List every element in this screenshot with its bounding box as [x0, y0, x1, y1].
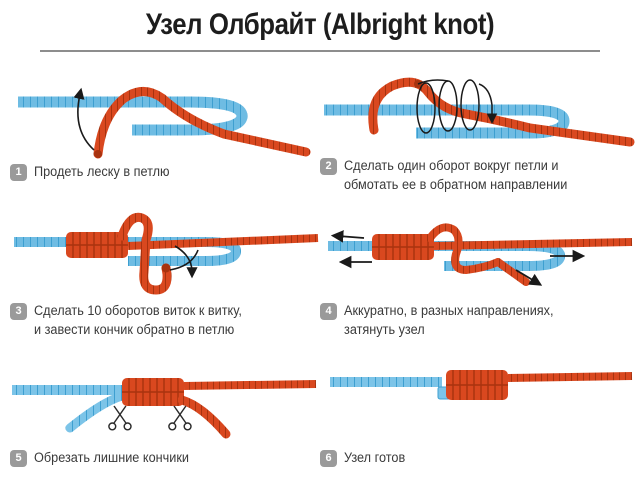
step-4-badge: 4 [320, 303, 337, 320]
step-6: 6 Узел готов [320, 354, 640, 482]
step-2-badge: 2 [320, 158, 337, 175]
tension-arrows-icon [330, 230, 586, 286]
page-title: Узел Олбрайт (Albright knot) [145, 8, 495, 41]
step-6-badge: 6 [320, 450, 337, 467]
knot-step-3-ten-wraps-back-through-loop [14, 212, 319, 295]
step-3-badge: 3 [10, 303, 27, 320]
step-4: 4 Аккуратно, в разных направлениях, затя… [320, 206, 640, 346]
step-5-caption: 5 Обрезать лишние кончики [10, 448, 199, 467]
steps-grid: 1 Продеть леску в петлю [0, 58, 640, 482]
step-5-text: Обрезать лишние кончики [34, 450, 189, 465]
knot-step-6-finished-knot [330, 370, 633, 400]
step-1: 1 Продеть леску в петлю [10, 58, 320, 198]
knot-step-4-tighten-knot [328, 223, 633, 286]
step-1-caption: 1 Продеть леску в петлю [10, 162, 178, 181]
step-5-badge: 5 [10, 450, 27, 467]
step-2: 2 Сделать один оборот вокруг петли и обм… [320, 58, 640, 198]
orange-coil-wraps [372, 234, 434, 260]
step-4-caption: 4 Аккуратно, в разных направлениях, затя… [320, 301, 567, 339]
direction-arrow-icon [73, 87, 95, 151]
step-6-caption: 6 Узел готов [320, 448, 409, 467]
scissors-icon [168, 405, 192, 431]
step-3-caption: 3 Сделать 10 оборотов виток к витку, и з… [10, 301, 255, 339]
scissors-icon [108, 405, 132, 431]
title-divider [40, 50, 600, 52]
direction-arrow-icon [174, 245, 198, 279]
orange-coil-wraps [446, 370, 508, 400]
step-3-text: Сделать 10 оборотов виток к витку, и зав… [34, 303, 242, 337]
knot-step-1-thread-line-through-loop [18, 87, 311, 159]
step-1-badge: 1 [10, 164, 27, 181]
orange-coil-wraps [122, 378, 184, 406]
spiral-wrap-arrow-icon [416, 79, 498, 134]
step-2-caption: 2 Сделать один оборот вокруг петли и обм… [320, 156, 582, 194]
step-6-text: Узел готов [344, 450, 406, 465]
step-2-text: Сделать один оборот вокруг петли и обмот… [344, 158, 568, 192]
step-4-text: Аккуратно, в разных направлениях, затяну… [344, 303, 554, 337]
knot-step-5-trim-tag-ends [12, 378, 317, 439]
step-3: 3 Сделать 10 оборотов виток к витку, и з… [10, 206, 320, 346]
step-1-text: Продеть леску в петлю [34, 164, 170, 179]
step-5: 5 Обрезать лишние кончики [10, 354, 320, 482]
knot-step-2-wrap-around-loop [324, 77, 635, 147]
